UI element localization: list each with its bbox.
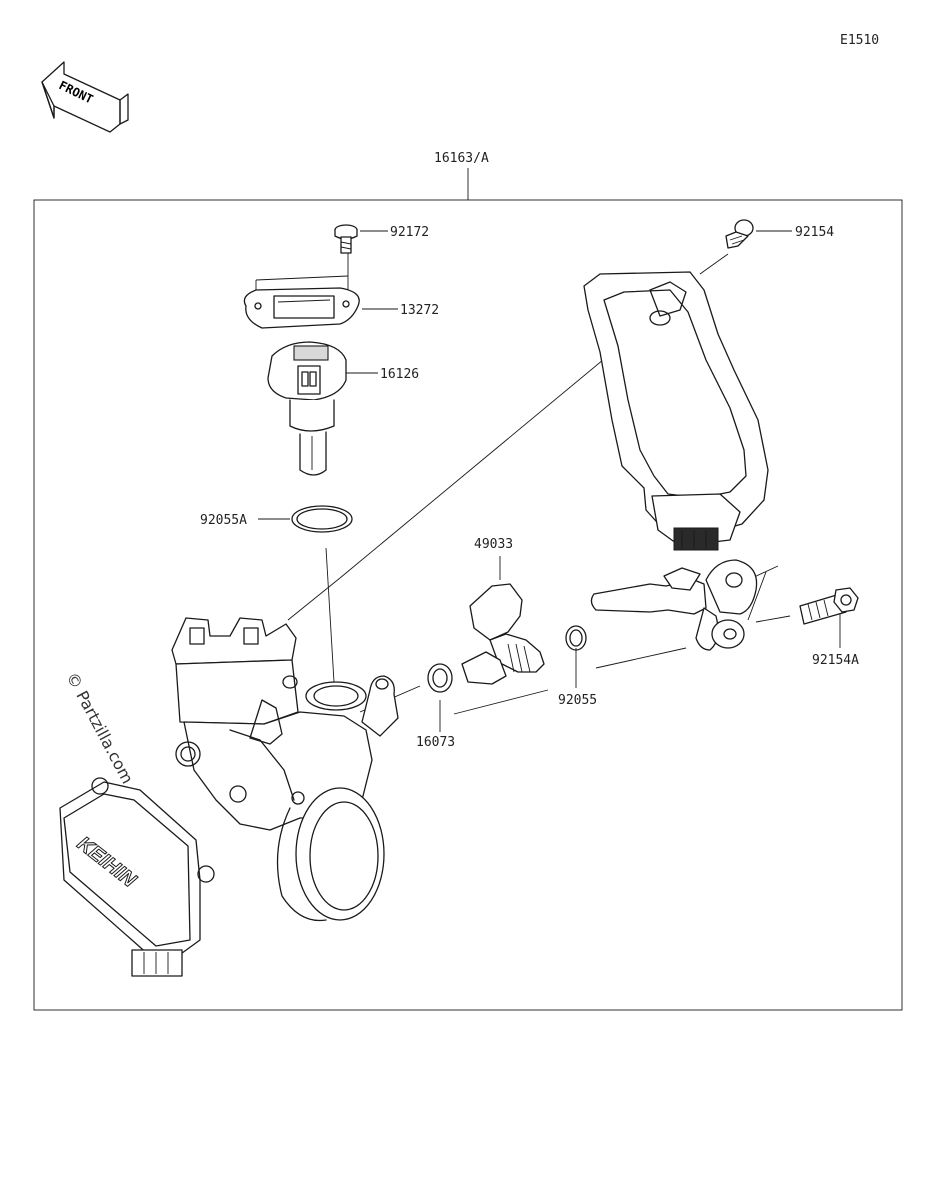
throttle-body: KEIHIN bbox=[59, 617, 399, 977]
assembly-label: 16163/A bbox=[434, 151, 489, 166]
part-label-92172: 92172 bbox=[390, 225, 429, 240]
part-label-92154: 92154 bbox=[795, 225, 834, 240]
o-ring-92055a bbox=[291, 505, 353, 533]
part-label-16126: 16126 bbox=[380, 367, 419, 382]
seal-16073 bbox=[427, 663, 453, 693]
assembly-frame bbox=[33, 199, 903, 1011]
washer-92055 bbox=[565, 625, 587, 651]
part-label-16073: 16073 bbox=[416, 735, 455, 750]
part-label-49033: 49033 bbox=[474, 537, 513, 552]
hose-fitting bbox=[590, 559, 758, 651]
front-arrow-icon: FRONT bbox=[41, 61, 129, 133]
part-label-92055: 92055 bbox=[558, 693, 597, 708]
bolt-92154 bbox=[725, 219, 754, 249]
part-label-13272: 13272 bbox=[400, 303, 439, 318]
cover-bracket bbox=[583, 271, 769, 551]
bolt-92154a bbox=[799, 587, 859, 625]
diagram-code: E1510 bbox=[840, 33, 879, 48]
part-label-92055a: 92055A bbox=[200, 513, 247, 528]
part-label-92154a: 92154A bbox=[812, 653, 859, 668]
front-arrow-label: FRONT bbox=[57, 78, 96, 106]
plate-13272 bbox=[243, 287, 360, 329]
screw-92172 bbox=[334, 224, 358, 254]
sensor-49033 bbox=[461, 583, 545, 685]
leader-lines bbox=[255, 230, 841, 732]
sensor-16126 bbox=[267, 341, 347, 476]
watermark: © Partzilla.com bbox=[62, 669, 137, 787]
